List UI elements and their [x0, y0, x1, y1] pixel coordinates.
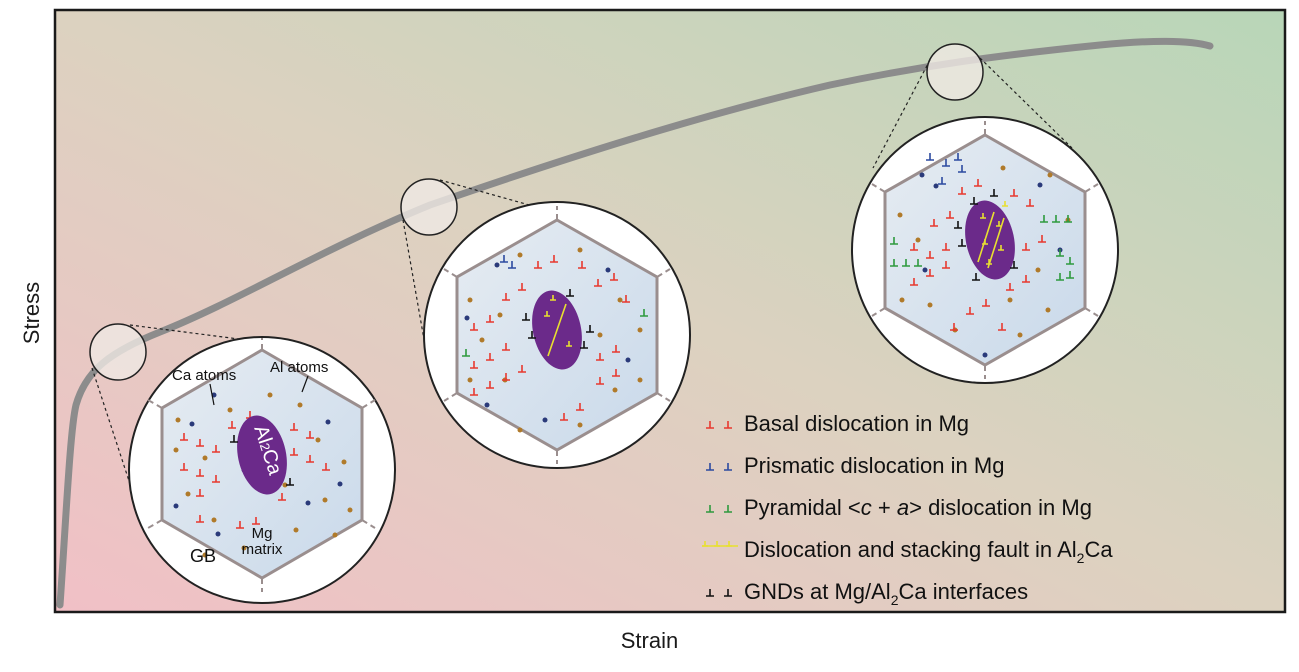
legend: Basal dislocation in Mg Prismatic disloc… [702, 411, 1113, 608]
microstructure-3 [851, 116, 1119, 384]
legend-item-basal: Basal dislocation in Mg [706, 411, 969, 436]
mg-label-line2: matrix [242, 541, 283, 558]
zoom-marker-3 [926, 43, 984, 101]
legend-stacking-text: Dislocation and stacking fault in Al2Ca [744, 537, 1113, 566]
legend-item-stacking-fault: Dislocation and stacking fault in Al2Ca [702, 537, 1113, 566]
al2ca-label-al: Al [249, 423, 275, 447]
stress-strain-curve [56, 37, 1214, 609]
legend-pyramidal-text: Pyramidal <c + a> dislocation in Mg [744, 495, 1092, 520]
legend-item-pyramidal: Pyramidal <c + a> dislocation in Mg [706, 495, 1092, 520]
legend-basal-text: Basal dislocation in Mg [744, 411, 969, 436]
legend-gnd-text: GNDs at Mg/Al2Ca interfaces [744, 579, 1028, 608]
al-atoms-label: Al atoms [270, 359, 328, 376]
al-atoms-1 [173, 392, 353, 558]
legend-item-gnd: GNDs at Mg/Al2Ca interfaces [706, 579, 1028, 608]
ca-atoms-label: Ca atoms [172, 367, 236, 384]
y-axis-label: Stress [19, 281, 44, 345]
zoom-marker-2 [400, 178, 458, 236]
legend-prismatic-text: Prismatic dislocation in Mg [744, 453, 1004, 478]
mg-label-line1: Mg [252, 525, 273, 542]
al2ca-particle-1 [237, 415, 287, 495]
microstructure-2 [423, 201, 691, 469]
gb-label: GB [190, 546, 216, 566]
basal-dislocations-1 [180, 411, 330, 529]
x-axis-label: Strain [620, 628, 679, 653]
zoom-marker-1 [89, 323, 147, 381]
zoom-markers [89, 43, 984, 381]
al2ca-label-sub: 2 [257, 441, 274, 453]
legend-item-prismatic: Prismatic dislocation in Mg [706, 453, 1004, 478]
microstructure-1: Al2Ca Ca atoms Al atoms Mg matrix GB [128, 336, 396, 604]
